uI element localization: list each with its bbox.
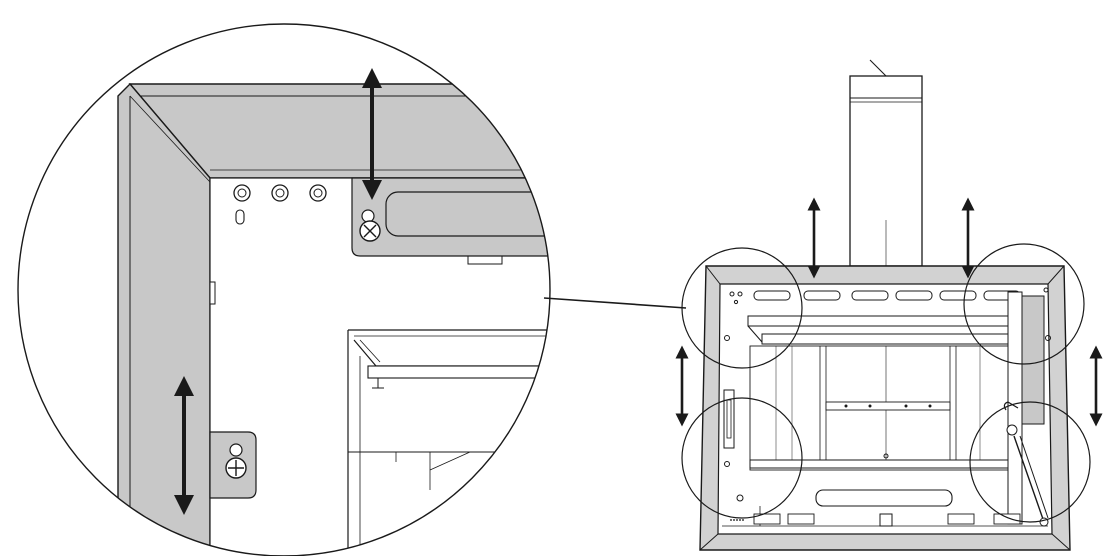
bottom-trim (722, 513, 1048, 527)
detail-circle-icon (681, 397, 803, 519)
detail-circle-icon (963, 243, 1085, 365)
keyhole-screw-icon (359, 209, 381, 242)
top-vent-slots (729, 290, 1021, 305)
leader-line-icon (543, 297, 687, 309)
bottom-bracket (209, 431, 257, 499)
firebox-structure (347, 329, 550, 556)
detail-circle-icon (969, 401, 1091, 523)
magnified-detail (17, 23, 551, 556)
fireplace-unit (675, 59, 1103, 551)
nut-rings (233, 184, 327, 225)
bracket-slot (385, 191, 550, 237)
detail-circle-icon (681, 247, 803, 369)
magnifier-circle (17, 23, 551, 556)
keyhole-screw-icon (225, 457, 247, 479)
